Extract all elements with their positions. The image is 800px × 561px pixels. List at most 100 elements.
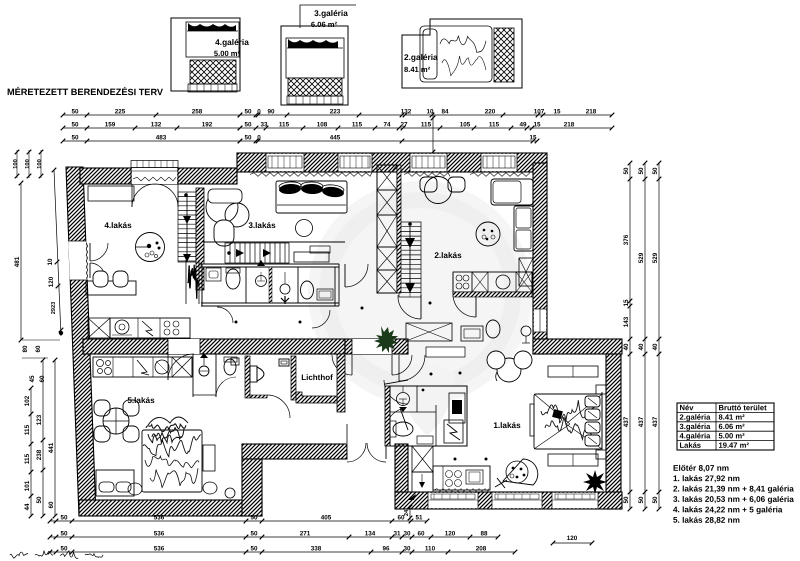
svg-text:258: 258 xyxy=(192,108,203,115)
svg-text:218: 218 xyxy=(564,121,575,128)
svg-text:10: 10 xyxy=(426,108,434,115)
svg-text:15: 15 xyxy=(623,299,630,307)
svg-text:51: 51 xyxy=(415,514,423,521)
svg-text:60: 60 xyxy=(48,501,55,509)
svg-text:437: 437 xyxy=(638,416,645,427)
svg-text:44: 44 xyxy=(24,503,31,511)
svg-text:105: 105 xyxy=(460,121,471,128)
svg-text:50: 50 xyxy=(71,134,79,141)
svg-text:108: 108 xyxy=(317,121,328,128)
svg-text:49: 49 xyxy=(519,121,527,128)
svg-text:115: 115 xyxy=(24,424,31,435)
svg-text:218: 218 xyxy=(586,108,597,115)
svg-text:50: 50 xyxy=(652,496,659,504)
svg-text:4.galéria: 4.galéria xyxy=(679,431,711,440)
svg-text:338: 338 xyxy=(311,545,322,552)
svg-text:238: 238 xyxy=(36,449,43,460)
svg-text:45: 45 xyxy=(29,375,36,383)
svg-text:4.galéria: 4.galéria xyxy=(215,37,249,47)
svg-text:50: 50 xyxy=(250,545,258,552)
svg-text:50: 50 xyxy=(250,514,258,521)
svg-text:0: 0 xyxy=(257,134,261,141)
svg-text:31: 31 xyxy=(393,530,401,537)
svg-text:2.galéria: 2.galéria xyxy=(404,52,438,62)
svg-text:123: 123 xyxy=(36,414,43,425)
svg-text:84: 84 xyxy=(441,108,449,115)
svg-text:101: 101 xyxy=(24,480,31,491)
svg-text:50: 50 xyxy=(638,496,645,504)
svg-text:0: 0 xyxy=(257,108,261,115)
svg-text:2.galéria: 2.galéria xyxy=(679,413,711,422)
svg-text:Bruttó terület: Bruttó terület xyxy=(718,403,767,412)
svg-text:159: 159 xyxy=(105,121,116,128)
svg-text:5.lakás: 5.lakás xyxy=(127,396,155,405)
svg-text:1.lakás: 1.lakás xyxy=(493,421,521,430)
svg-text:2.lakás: 2.lakás xyxy=(434,251,462,260)
svg-text:50: 50 xyxy=(71,121,79,128)
svg-text:60: 60 xyxy=(39,375,46,383)
svg-text:96: 96 xyxy=(382,545,390,552)
svg-text:40: 40 xyxy=(623,343,630,351)
svg-text:50: 50 xyxy=(60,530,68,537)
svg-text:24: 24 xyxy=(404,509,410,516)
svg-text:529: 529 xyxy=(652,252,659,263)
svg-text:102: 102 xyxy=(24,395,31,406)
svg-text:376: 376 xyxy=(623,234,630,245)
svg-text:3.galéria: 3.galéria xyxy=(679,422,711,431)
svg-text:50: 50 xyxy=(652,167,659,175)
svg-text:50: 50 xyxy=(244,108,252,115)
svg-text:1. lakás 27,92 nm: 1. lakás 27,92 nm xyxy=(673,474,740,483)
svg-text:483: 483 xyxy=(156,134,167,141)
svg-text:115: 115 xyxy=(421,121,432,128)
svg-text:223: 223 xyxy=(330,108,341,115)
svg-text:405: 405 xyxy=(321,514,332,521)
svg-text:100: 100 xyxy=(37,159,43,169)
svg-text:441: 441 xyxy=(48,442,55,453)
svg-text:5. lakás 28,82 nm: 5. lakás 28,82 nm xyxy=(673,516,740,525)
svg-text:529: 529 xyxy=(638,252,645,263)
svg-text:192: 192 xyxy=(202,121,213,128)
svg-text:Név: Név xyxy=(679,403,694,412)
svg-text:445: 445 xyxy=(330,134,341,141)
svg-text:MÉRETEZETT BERENDEZÉSI TERV: MÉRETEZETT BERENDEZÉSI TERV xyxy=(7,86,164,97)
svg-text:3. lakás 20,53 nm + 6,06 galér: 3. lakás 20,53 nm + 6,06 galéria xyxy=(673,495,794,504)
svg-text:Lichthof: Lichthof xyxy=(301,373,333,382)
svg-text:4. lakás 24,22 nm + 5 galéria: 4. lakás 24,22 nm + 5 galéria xyxy=(673,505,783,514)
svg-text:5.00 m²: 5.00 m² xyxy=(718,431,745,440)
svg-text:120: 120 xyxy=(445,530,456,537)
svg-text:536: 536 xyxy=(154,530,165,537)
svg-text:40: 40 xyxy=(638,343,645,351)
svg-text:120: 120 xyxy=(567,535,578,542)
svg-text:481: 481 xyxy=(14,256,21,267)
svg-text:60: 60 xyxy=(417,530,425,537)
svg-text:15: 15 xyxy=(529,134,537,141)
svg-text:15: 15 xyxy=(533,121,541,128)
svg-text:19.47 m²: 19.47 m² xyxy=(718,441,749,450)
svg-text:5.00 m²: 5.00 m² xyxy=(214,49,241,58)
svg-text:50: 50 xyxy=(244,134,252,141)
svg-text:2. lakás 21,39 nm + 8,41 galér: 2. lakás 21,39 nm + 8,41 galéria xyxy=(673,485,794,494)
svg-text:134: 134 xyxy=(365,530,376,537)
svg-text:6.06 m²: 6.06 m² xyxy=(718,422,745,431)
svg-text:40: 40 xyxy=(652,343,659,351)
svg-text:15: 15 xyxy=(553,108,561,115)
svg-text:115: 115 xyxy=(489,121,500,128)
svg-text:115: 115 xyxy=(352,121,363,128)
svg-text:30: 30 xyxy=(403,530,411,537)
svg-text:90: 90 xyxy=(267,108,275,115)
svg-text:8.41 m²: 8.41 m² xyxy=(718,413,745,422)
svg-text:50: 50 xyxy=(623,167,630,175)
svg-text:50: 50 xyxy=(638,167,645,175)
svg-text:Előtér 8,07 nm: Előtér 8,07 nm xyxy=(673,464,729,473)
svg-text:10: 10 xyxy=(47,258,54,266)
svg-text:6.06 m²: 6.06 m² xyxy=(311,20,338,29)
svg-text:132: 132 xyxy=(401,108,412,115)
svg-text:4.lakás: 4.lakás xyxy=(104,221,132,230)
svg-text:115: 115 xyxy=(24,453,31,464)
svg-text:100: 100 xyxy=(25,159,31,169)
svg-text:50: 50 xyxy=(36,496,43,504)
svg-text:50: 50 xyxy=(71,108,79,115)
svg-text:110: 110 xyxy=(425,545,436,552)
svg-text:33: 33 xyxy=(260,121,268,128)
svg-text:271: 271 xyxy=(300,530,311,537)
